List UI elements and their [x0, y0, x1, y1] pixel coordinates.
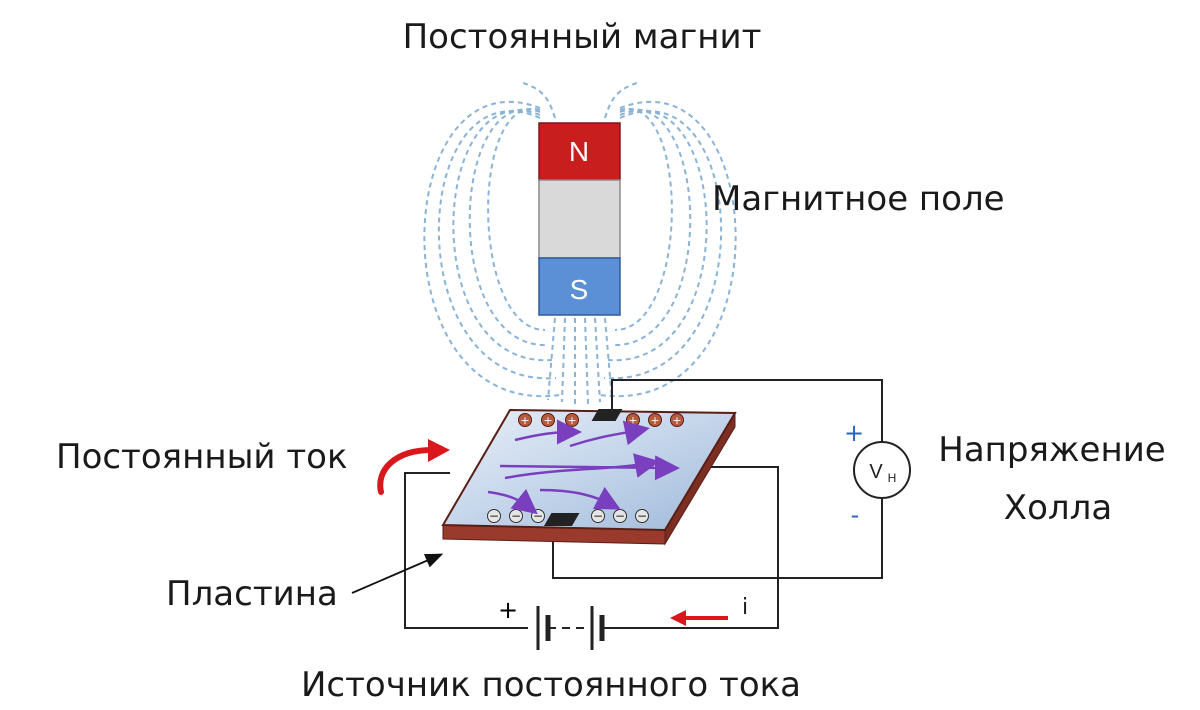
south-pole: [538, 257, 621, 316]
current-i-arrow-head: [670, 610, 686, 626]
negative-charge: −: [613, 509, 627, 523]
current-direction-arrow-head: [428, 439, 450, 462]
label-magnetic-field: Магнитное поле: [712, 179, 1005, 219]
label-dc-source: Источник постоянного тока: [301, 665, 801, 705]
plate: + + + + + + − − − − − −: [441, 408, 737, 546]
positive-charge: +: [518, 413, 532, 427]
plate-pointer-arrow: [351, 553, 444, 594]
svg-text:−: −: [511, 509, 521, 523]
negative-charge: −: [635, 509, 649, 523]
negative-charge: −: [531, 509, 545, 523]
label-hall-voltage-line2: Холла: [1004, 488, 1112, 528]
svg-text:+: +: [628, 414, 637, 427]
negative-charges: − − − − − −: [487, 509, 649, 523]
voltmeter-symbol: V: [869, 461, 883, 483]
hall-electrode-bottom: [543, 513, 580, 526]
svg-text:+: +: [650, 414, 659, 427]
svg-text:−: −: [489, 509, 499, 523]
current-direction-arrow: [377, 447, 435, 495]
current-i-label: i: [742, 595, 748, 620]
svg-text:−: −: [615, 509, 625, 523]
negative-charge: −: [509, 509, 523, 523]
voltmeter-subscript: H: [888, 471, 897, 485]
svg-text:+: +: [543, 414, 552, 427]
flow-arrow: [514, 419, 582, 445]
svg-text:+: +: [672, 414, 681, 427]
current-wire-right: [603, 466, 779, 629]
negative-charge: −: [591, 509, 605, 523]
svg-text:+: +: [520, 414, 529, 427]
hall-wire-top: [611, 379, 883, 442]
title-permanent-magnet: Постоянный магнит: [403, 17, 762, 57]
circuit-wires: [404, 379, 883, 629]
magnetic-field-lines: [423, 81, 737, 405]
magnet-body: [538, 179, 621, 259]
svg-text:−: −: [637, 509, 647, 523]
carrier-flow-arrows: [487, 419, 680, 515]
negative-charge: −: [487, 509, 501, 523]
battery-plus-sign: +: [498, 596, 518, 624]
flow-arrow: [539, 486, 621, 510]
north-pole-label: N: [569, 136, 589, 167]
svg-text:−: −: [533, 509, 543, 523]
positive-charge: +: [541, 413, 555, 427]
flow-arrow: [569, 420, 650, 448]
label-hall-voltage-line1: Напряжение: [938, 430, 1165, 470]
voltmeter-minus-sign: -: [851, 501, 860, 529]
flow-arrow: [504, 453, 660, 480]
label-plate: Пластина: [166, 574, 338, 614]
current-wire-left: [404, 472, 528, 629]
svg-text:+: +: [567, 414, 576, 427]
flow-arrow: [487, 488, 538, 515]
permanent-magnet: N S: [538, 122, 621, 316]
voltmeter-plus-sign: +: [844, 419, 864, 447]
hall-wire-bottom: [552, 498, 883, 579]
dc-source-battery: [536, 606, 605, 650]
positive-charge: +: [565, 413, 579, 427]
positive-charge: +: [648, 413, 662, 427]
south-pole-label: S: [570, 274, 589, 305]
label-direct-current: Постоянный ток: [56, 437, 347, 477]
hall-electrode-top: [591, 409, 623, 421]
svg-text:−: −: [593, 509, 603, 523]
hall-voltmeter: V H: [853, 441, 911, 499]
north-pole: [538, 122, 621, 181]
positive-charge: +: [626, 413, 640, 427]
positive-charge: +: [670, 413, 684, 427]
